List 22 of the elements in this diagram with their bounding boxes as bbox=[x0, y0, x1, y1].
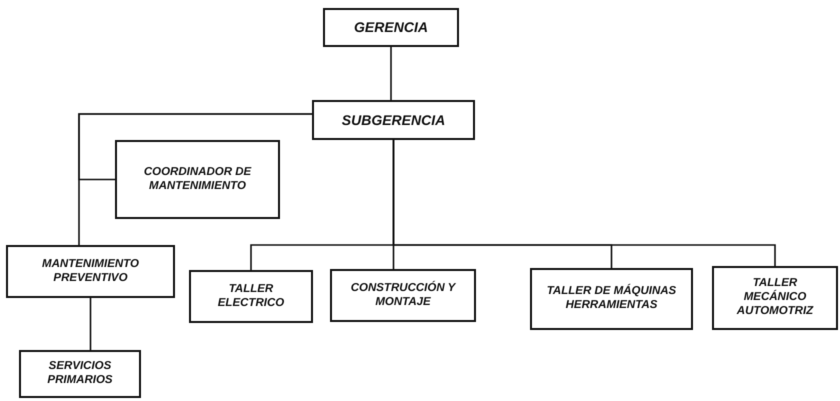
box-label: GERENCIA bbox=[353, 19, 429, 36]
org-box bbox=[6, 245, 175, 298]
org-box bbox=[189, 270, 313, 323]
org-box bbox=[312, 100, 475, 140]
connector-line bbox=[78, 113, 312, 180]
connector-line bbox=[90, 298, 92, 350]
org-box bbox=[19, 350, 141, 398]
box-label: COORDINADOR DE MANTENIMIENTO bbox=[142, 166, 252, 194]
box-label: TALLER MECÁNICO AUTOMOTRIZ bbox=[736, 277, 814, 319]
box-label: TALLER ELECTRICO bbox=[216, 282, 286, 310]
box-label: SUBGERENCIA bbox=[340, 112, 446, 128]
box-label: MANTENIMIENTO PREVENTIVO bbox=[41, 258, 140, 286]
box-label: CONSTRUCCIÓN Y MONTAJE bbox=[350, 282, 457, 310]
org-box bbox=[712, 266, 838, 330]
box-label: SERVICIOS PRIMARIOS bbox=[46, 360, 114, 388]
box-label: TALLER DE MÁQUINAS HERRAMIENTAS bbox=[546, 285, 678, 313]
connector-line bbox=[392, 140, 776, 266]
org-box bbox=[330, 269, 476, 322]
connector-line bbox=[390, 47, 392, 100]
org-box bbox=[115, 140, 280, 219]
org-box bbox=[530, 268, 693, 330]
org-box bbox=[323, 8, 459, 47]
